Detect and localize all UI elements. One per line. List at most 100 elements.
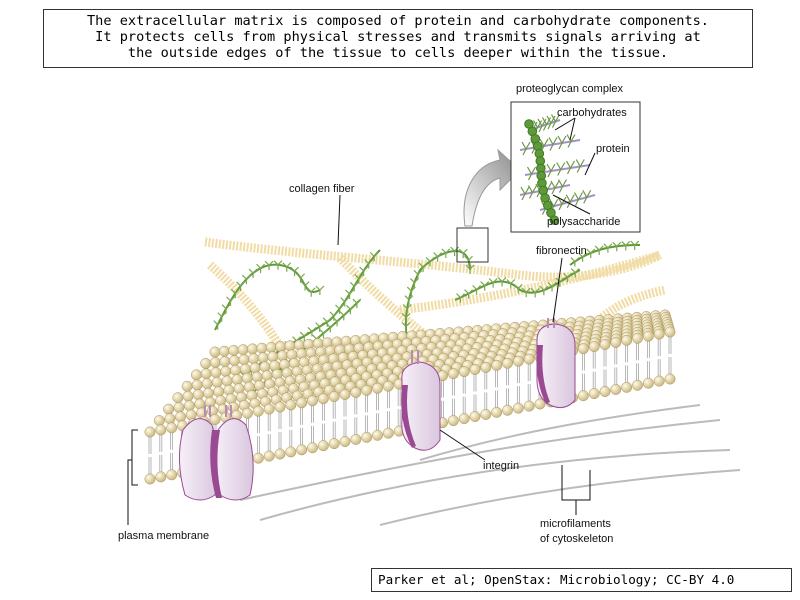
lipid-tail: [148, 437, 152, 474]
microfilaments: [239, 404, 741, 526]
proteoglycan-branch: [539, 285, 549, 296]
carbohydrate-chain: [557, 179, 568, 193]
lipid-head: [599, 386, 611, 397]
proteoglycan-branch: [464, 255, 473, 266]
proteoglycan-branch: [530, 288, 540, 298]
lipid-tail: [462, 376, 466, 414]
proteoglycan-branch: [322, 317, 332, 327]
lipid-head: [166, 469, 178, 481]
lipid-tail: [386, 391, 390, 429]
proteoglycan-branch: [226, 296, 235, 306]
lipid-tail: [343, 399, 347, 437]
proteoglycan-branch: [586, 248, 596, 259]
carbohydrate-chain: [573, 192, 584, 206]
proteoglycan-branch: [472, 285, 481, 295]
label-protein: protein: [596, 143, 630, 155]
proteoglycan-branch: [315, 322, 325, 332]
lipid-tail: [451, 378, 455, 416]
proteoglycan-branch: [299, 331, 309, 342]
proteoglycan-detail: [519, 114, 596, 225]
lipid-head: [296, 397, 308, 409]
lipid-head: [209, 414, 221, 425]
proteoglycan-branch: [578, 252, 588, 262]
lipid-tail: [170, 432, 174, 470]
carbohydrate-chain: [575, 159, 585, 173]
lipid-tail: [646, 341, 650, 379]
proteoglycan-branch: [563, 272, 572, 283]
proteoglycan-branch: [441, 248, 451, 258]
lipid-tail: [289, 409, 293, 447]
lipid-head: [182, 390, 194, 402]
proteoglycan-branch: [401, 322, 411, 332]
caption-line: the outside edges of the tissue to cells…: [127, 45, 669, 61]
proteoglycan-branch: [488, 278, 498, 288]
lipid-head: [221, 375, 233, 387]
carbohydrate-chain: [548, 137, 558, 151]
carbohydrate-chain: [556, 162, 566, 176]
lipid-tail: [603, 349, 607, 387]
proteoglycan-branch: [594, 245, 604, 255]
proteoglycan-branch: [345, 289, 354, 299]
lipid-head: [491, 406, 503, 418]
proteoglycan-branch: [217, 312, 227, 322]
lipid-head: [239, 363, 251, 375]
protein-core: [524, 164, 591, 176]
carbohydrate-chain: [582, 189, 592, 204]
proteoglycan-branch: [345, 304, 355, 315]
lipid-head: [642, 377, 654, 389]
proteoglycan-branch: [315, 285, 325, 296]
proteoglycan-branch: [335, 304, 344, 314]
proteoglycan-branch: [402, 304, 412, 314]
proteoglycan-branch: [404, 295, 414, 305]
lipid-head: [610, 383, 622, 395]
lipid-tail: [668, 337, 672, 374]
lipid-head: [642, 330, 654, 342]
lipid-head: [248, 353, 260, 365]
lipid-head: [238, 354, 250, 366]
lipid-head: [210, 367, 222, 379]
proteoglycan-branch: [406, 286, 416, 297]
lipid-head: [588, 341, 600, 353]
proteoglycan-branch: [555, 277, 565, 287]
lipid-head: [372, 429, 383, 441]
label-polysaccharide: polysaccharide: [547, 216, 620, 228]
lipid-head: [191, 379, 203, 391]
lipid-tail: [484, 372, 488, 410]
proteoglycan-branch: [221, 304, 231, 314]
lipid-head: [491, 359, 503, 371]
lipid-head: [382, 427, 394, 439]
proteoglycan-branch: [282, 262, 292, 272]
carbohydrate-chain: [550, 114, 561, 128]
lipid-head: [285, 446, 297, 458]
proteoglycan-branch: [340, 297, 350, 307]
proteoglycan-branch: [339, 310, 349, 321]
proteoglycan-branch: [332, 317, 342, 327]
lipid-head: [230, 364, 242, 376]
lipid-tail: [365, 395, 369, 433]
carbohydrate-chain: [546, 163, 556, 178]
proteoglycan-branch: [612, 241, 622, 252]
lipid-tail: [354, 397, 358, 435]
lipid-head: [361, 431, 373, 443]
leader-lines: [127, 117, 596, 525]
lipid-tail: [495, 370, 499, 408]
lipid-head: [247, 343, 258, 355]
proteoglycan-branch: [306, 287, 316, 297]
carbohydrate-chain: [550, 180, 560, 195]
proteoglycan-branch: [506, 279, 516, 289]
lipid-tail: [256, 416, 260, 454]
lipid-head: [458, 366, 470, 378]
lipid-head: [144, 473, 156, 485]
proteoglycan-branch: [273, 260, 283, 270]
proteoglycan-branch: [354, 274, 364, 284]
lipid-head: [632, 332, 643, 344]
lipid-head: [211, 376, 223, 388]
label-collagen-fiber: collagen fiber: [289, 183, 355, 195]
lipid-head: [502, 357, 513, 369]
proteoglycan-branch: [413, 269, 423, 280]
lipid-head: [190, 369, 202, 381]
transmembrane-protein-left: [178, 405, 254, 501]
lipid-head: [183, 400, 195, 412]
